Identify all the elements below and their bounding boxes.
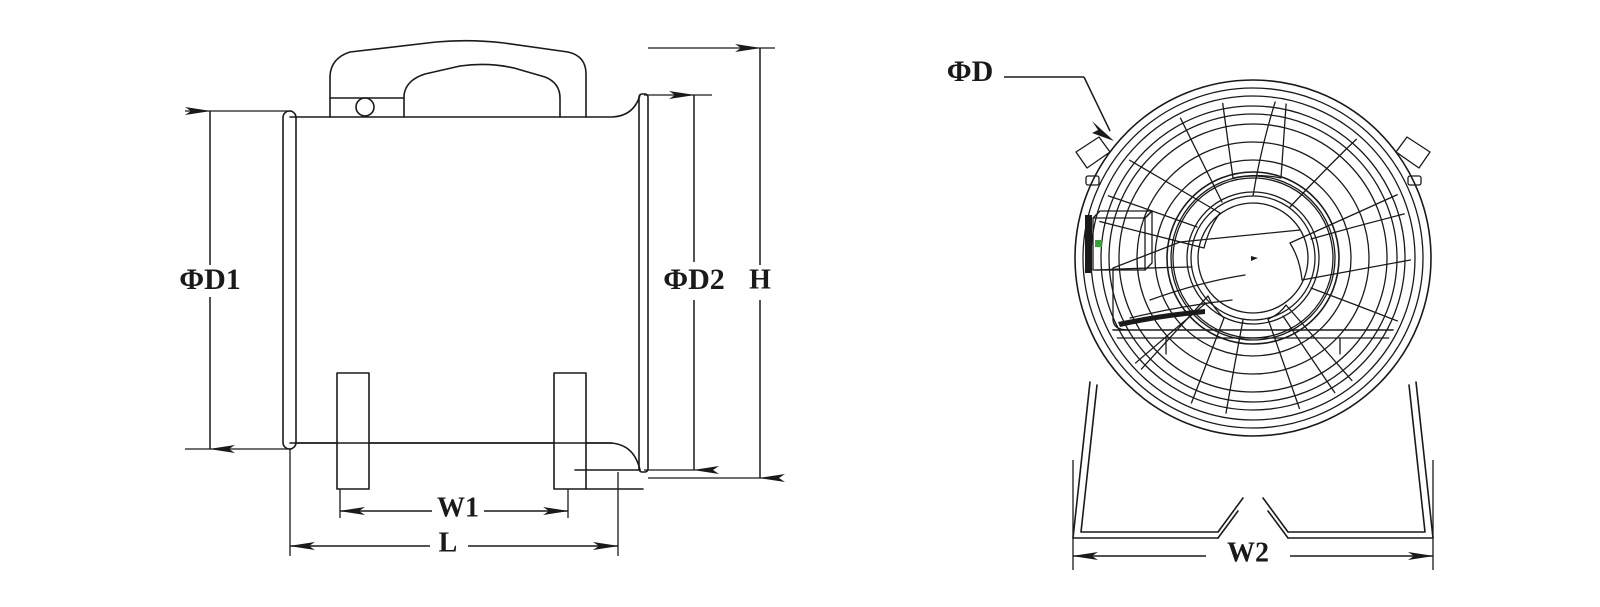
label-phi-d: ΦD xyxy=(947,55,994,88)
inner-casing-ring xyxy=(1100,105,1406,411)
dimension-phi-d: ΦD xyxy=(947,55,1114,141)
dimension-phi-d2: ΦD2 xyxy=(644,91,725,474)
junction-box xyxy=(1085,210,1153,273)
mounting-foot-right xyxy=(553,372,587,490)
front-circular-view: ΦD W2 xyxy=(947,55,1434,570)
dimension-h: H xyxy=(648,44,785,482)
dimension-w2: W2 xyxy=(1072,460,1434,570)
base-rail xyxy=(295,442,644,490)
side-elevation-view: ΦD1 ΦD2 H xyxy=(179,39,785,558)
carry-handle xyxy=(329,39,587,118)
label-w2: W2 xyxy=(1227,537,1269,568)
dimension-l: L xyxy=(289,449,619,558)
motor-hub xyxy=(1166,171,1340,345)
motor-support-rail xyxy=(1109,329,1397,357)
motor-casing xyxy=(1112,229,1301,331)
stand-base xyxy=(1072,381,1434,539)
label-w1: W1 xyxy=(437,492,479,523)
label-phi-d1: ΦD1 xyxy=(179,263,241,296)
dimension-w1: W1 xyxy=(339,489,569,523)
latch-clip-left xyxy=(1075,136,1111,186)
mounting-foot-left xyxy=(336,372,370,490)
right-flange-ring xyxy=(638,93,649,473)
left-flange-ring xyxy=(282,110,297,450)
label-h: H xyxy=(749,264,771,295)
latch-clip-right xyxy=(1395,136,1431,186)
label-l: L xyxy=(439,527,458,558)
dimension-phi-d1: ΦD1 xyxy=(179,107,292,453)
barrel-body xyxy=(289,94,641,471)
label-phi-d2: ΦD2 xyxy=(663,263,725,296)
